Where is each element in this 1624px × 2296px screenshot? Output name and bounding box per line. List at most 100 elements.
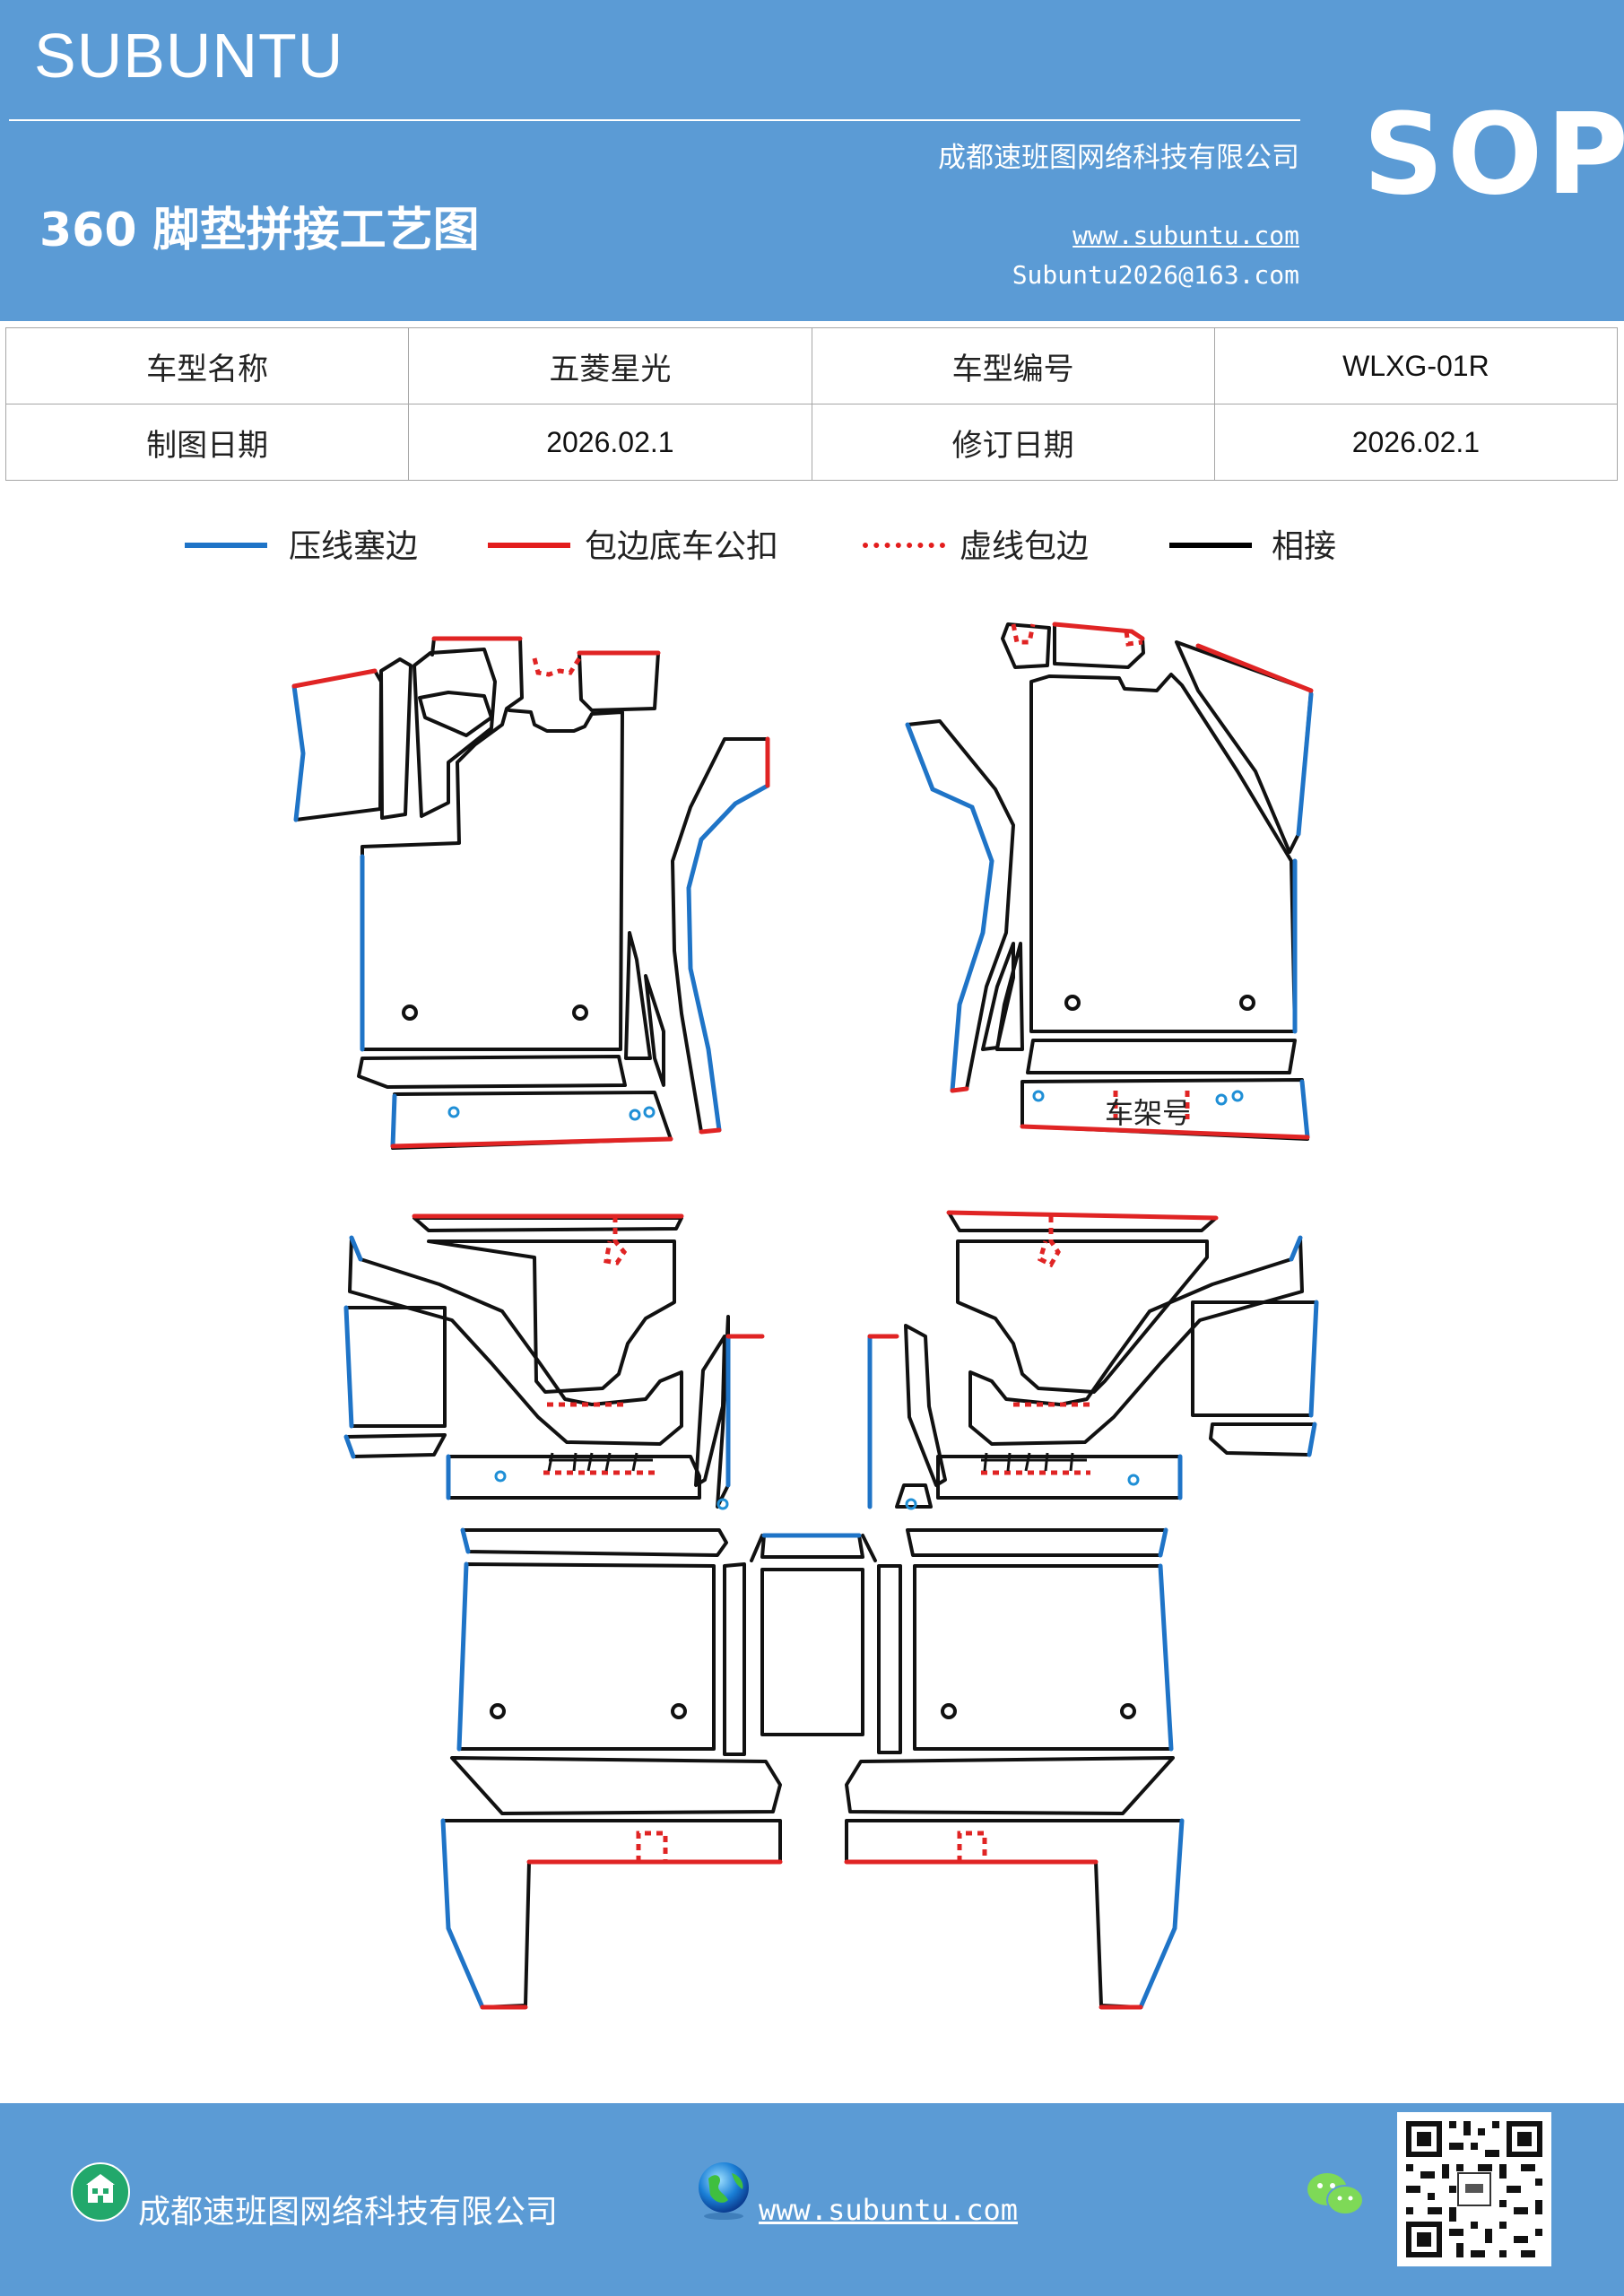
mat-panel	[1209, 1422, 1316, 1457]
clip-holes	[447, 1090, 1244, 1510]
edge-segment	[349, 1235, 363, 1262]
frame-number-label: 车架号	[1105, 1096, 1191, 1130]
footer-company-name: 成都速班图网络科技有限公司	[138, 2194, 559, 2231]
edge-segment	[291, 668, 378, 689]
mat-panel	[644, 974, 665, 1087]
draw-date-value: 2026.02.1	[408, 404, 812, 481]
model-name-value: 五菱星光	[408, 327, 812, 404]
mat-panel	[694, 1335, 726, 1487]
rear-right-mat-group	[845, 1211, 1318, 2009]
edge-segment	[1308, 1300, 1319, 1418]
vehicle-info-table: 车型名称 五菱星光 车型编号 WLXG-01R 制图日期 2026.02.1 修…	[4, 327, 1619, 481]
edge-segment	[1296, 691, 1314, 837]
side-sill	[906, 719, 1015, 1092]
legend-swatch-join	[1169, 543, 1252, 548]
edge-segment	[950, 1086, 969, 1093]
qr-code-icon[interactable]	[1397, 2112, 1551, 2266]
edge-segment	[291, 683, 306, 822]
mat-panel	[413, 648, 497, 818]
mounting-hole	[402, 1004, 418, 1021]
footer-banner: 成都速班图网络科技有限公司 www.subuntu.com	[0, 2103, 1624, 2296]
edge-segment	[1124, 631, 1143, 647]
clip-hole	[1032, 1090, 1045, 1102]
edge-segment	[1020, 1124, 1310, 1140]
edge-segment	[699, 1127, 722, 1135]
mat-panel	[427, 1239, 676, 1394]
legend-label-dotted: 虚线包边	[960, 528, 1090, 565]
mat-panel	[936, 1455, 1182, 1500]
mat-panel	[413, 1216, 683, 1232]
line-legend: 压线塞边 包边底车公扣 虚线包边 相接	[0, 520, 1624, 574]
table-row: 车型名称 五菱星光 车型编号 WLXG-01R	[4, 327, 1619, 404]
mat-panel	[578, 651, 660, 712]
edge-segment	[390, 1093, 397, 1149]
legend-swatch-dotted	[863, 543, 945, 548]
mat-panel	[450, 1756, 782, 1815]
edge-segment	[1011, 623, 1036, 645]
dotted-wrap-edges	[532, 623, 1190, 1862]
mat-panel	[379, 657, 413, 820]
edge-segment	[957, 1831, 987, 1862]
edge-segment	[636, 1831, 668, 1862]
seam-tick	[981, 1452, 1087, 1472]
email-address: Subuntu2026@163.com	[1012, 260, 1299, 290]
document-title: 360 脚垫拼接工艺图	[39, 204, 480, 257]
mat-panel	[906, 1528, 1168, 1557]
edge-segment	[1052, 622, 1145, 641]
mat-panel	[877, 1564, 902, 1754]
model-code-value: WLXG-01R	[1213, 327, 1619, 404]
mounting-hole	[572, 1004, 588, 1021]
edge-segment	[1158, 1527, 1168, 1558]
side-sill	[671, 737, 769, 1134]
clip-hole	[447, 1106, 460, 1118]
mat-panel	[348, 1236, 683, 1446]
mat-panel	[845, 1819, 1184, 2009]
edge-segment	[1299, 1079, 1310, 1140]
tunnel-link	[750, 1534, 877, 1562]
clip-hole	[716, 1498, 729, 1510]
mat-panel	[723, 1562, 746, 1756]
edge-segment	[905, 722, 994, 1093]
tunnel-panel	[760, 1568, 864, 1736]
mat-panel	[968, 1236, 1304, 1446]
company-name: 成都速班图网络科技有限公司	[938, 142, 1299, 174]
sop-badge: SOP	[1363, 90, 1624, 220]
edge-segment	[456, 1561, 469, 1752]
mat-panel	[1029, 673, 1297, 1033]
mat-panel	[845, 1756, 1175, 1815]
mat-panel	[357, 1055, 627, 1089]
revision-date-value: 2026.02.1	[1213, 404, 1619, 481]
edge-segment	[1113, 1091, 1190, 1119]
mat-panel	[904, 1324, 947, 1487]
clip-hole	[629, 1109, 641, 1121]
legend-swatch-press	[185, 543, 267, 548]
mounting-hole	[1064, 995, 1081, 1011]
website-link[interactable]: www.subuntu.com	[1073, 221, 1299, 250]
mat-panel	[624, 931, 652, 1060]
header-divider	[9, 119, 1300, 121]
legend-label-join: 相接	[1272, 528, 1337, 565]
footer-website-link[interactable]: www.subuntu.com	[759, 2193, 1018, 2227]
company-building-icon	[71, 2162, 130, 2222]
edge-segment	[1195, 643, 1314, 693]
model-name-label: 车型名称	[4, 327, 410, 404]
edge-segment	[1307, 1422, 1317, 1457]
wechat-icon[interactable]	[1304, 2168, 1367, 2222]
mounting-hole	[941, 1703, 957, 1719]
table-row: 制图日期 2026.02.1 修订日期 2026.02.1	[4, 404, 1619, 481]
mat-panel	[441, 1819, 782, 2009]
edge-segment	[1138, 1818, 1185, 2010]
edge-segment	[343, 1434, 356, 1459]
seam-tick	[547, 1452, 653, 1472]
seam-ticks	[547, 1452, 1087, 1472]
mat-panel	[1175, 640, 1313, 854]
edge-segment	[686, 783, 770, 1133]
edge-segment	[343, 1305, 354, 1429]
edge-segment	[1289, 1235, 1303, 1262]
clip-hole	[1215, 1093, 1228, 1106]
mat-panel	[457, 1562, 716, 1751]
draw-date-label: 制图日期	[4, 404, 410, 481]
mat-panel	[461, 1528, 728, 1557]
mat-panel	[913, 1564, 1173, 1751]
model-code-label: 车型编号	[811, 327, 1215, 404]
